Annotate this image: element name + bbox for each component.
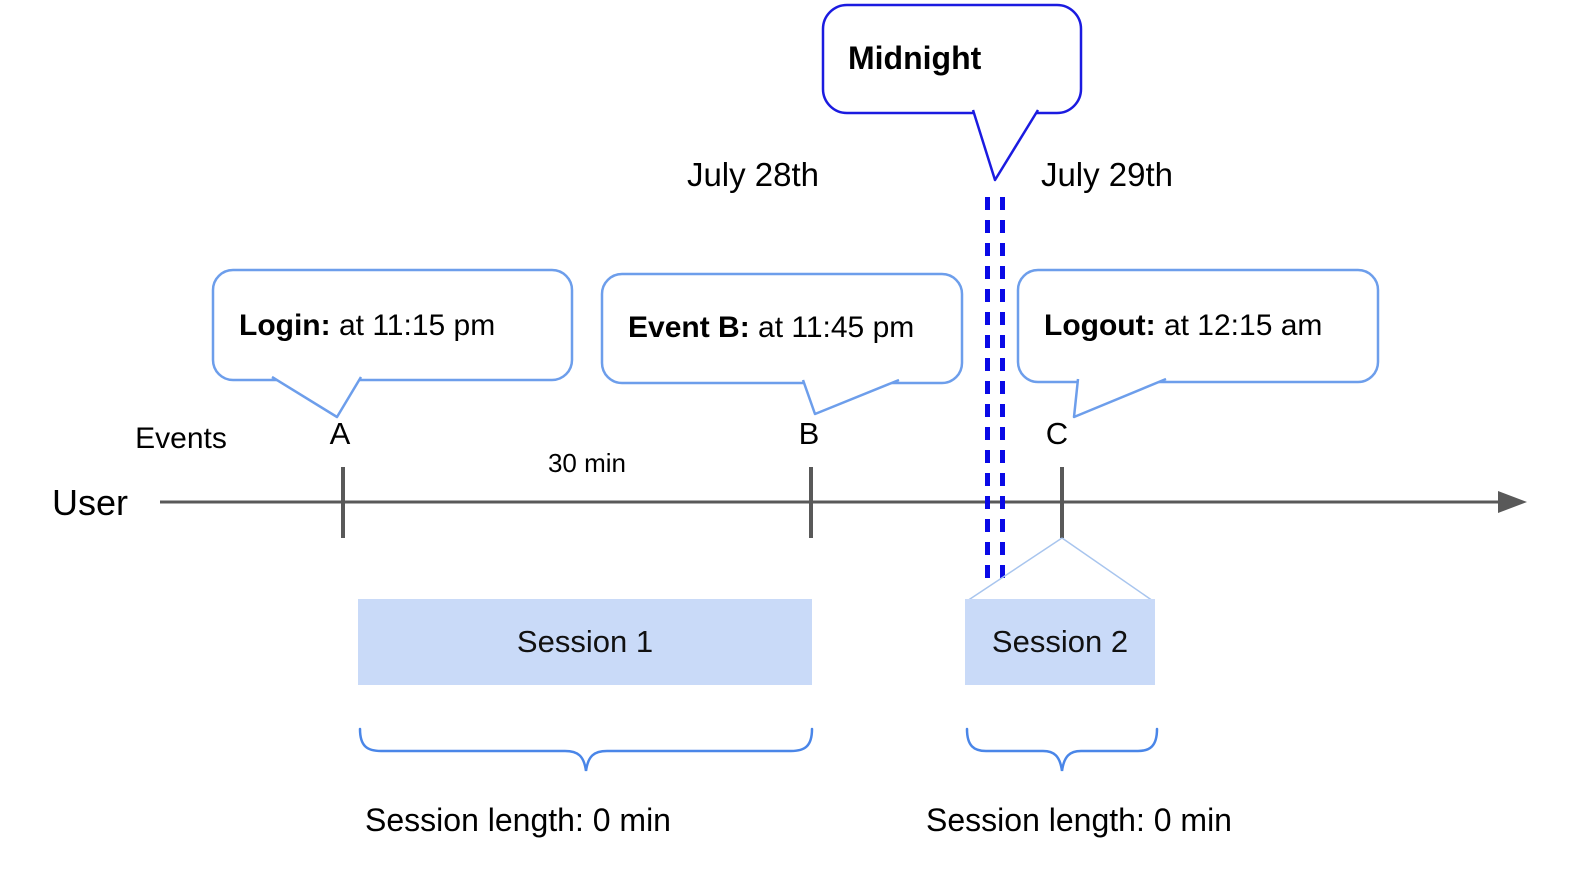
logout-callout-text: Logout: at 12:15 am — [1044, 311, 1322, 341]
login-callout-title: Login: — [239, 309, 331, 342]
event-b-callout-title: Event B: — [628, 311, 750, 344]
session1-brace — [358, 727, 814, 772]
date-label-july-29: July 29th — [1040, 156, 1174, 193]
session2-label: Session 2 — [991, 624, 1129, 659]
login-callout-tail — [271, 375, 363, 419]
date-label-july-28: July 28th — [686, 156, 820, 193]
logout-callout-detail: at 12:15 am — [1163, 309, 1323, 342]
event-letter-c: C — [1045, 416, 1069, 451]
midnight-callout-bubble — [821, 3, 1083, 115]
session2-length-label: Session length: 0 min — [926, 802, 1232, 838]
event-letter-b: B — [798, 416, 820, 451]
user-row-label: User — [52, 482, 129, 523]
session2-box: Session 2 — [965, 599, 1155, 685]
login-callout-bubble — [211, 268, 574, 382]
event-b-callout-tail — [801, 378, 900, 416]
midnight-callout-tail — [971, 109, 1040, 182]
login-callout-detail: at 11:15 pm — [338, 309, 496, 342]
interval-label: 30 min — [547, 448, 627, 478]
event-b-callout-text: Event B: at 11:45 pm — [628, 313, 914, 343]
session2-fan-line-right — [1061, 537, 1154, 602]
logout-callout-bubble — [1016, 268, 1380, 384]
logout-callout-title: Logout: — [1044, 309, 1156, 342]
session1-length-label: Session length: 0 min — [365, 802, 671, 838]
event-b-callout-bubble — [600, 272, 964, 385]
event-letter-a: A — [329, 416, 351, 451]
login-callout-text: Login: at 11:15 pm — [239, 311, 495, 341]
session2-fan-line-left — [966, 537, 1063, 602]
session1-box: Session 1 — [358, 599, 812, 685]
session1-label: Session 1 — [516, 624, 654, 659]
midnight-label: Midnight — [848, 40, 982, 76]
timeline-arrowhead-icon — [1498, 491, 1527, 513]
event-b-callout-detail: at 11:45 pm — [758, 311, 915, 344]
events-label: Events — [135, 422, 227, 455]
session2-brace — [965, 727, 1159, 772]
logout-callout-tail — [1072, 377, 1167, 419]
